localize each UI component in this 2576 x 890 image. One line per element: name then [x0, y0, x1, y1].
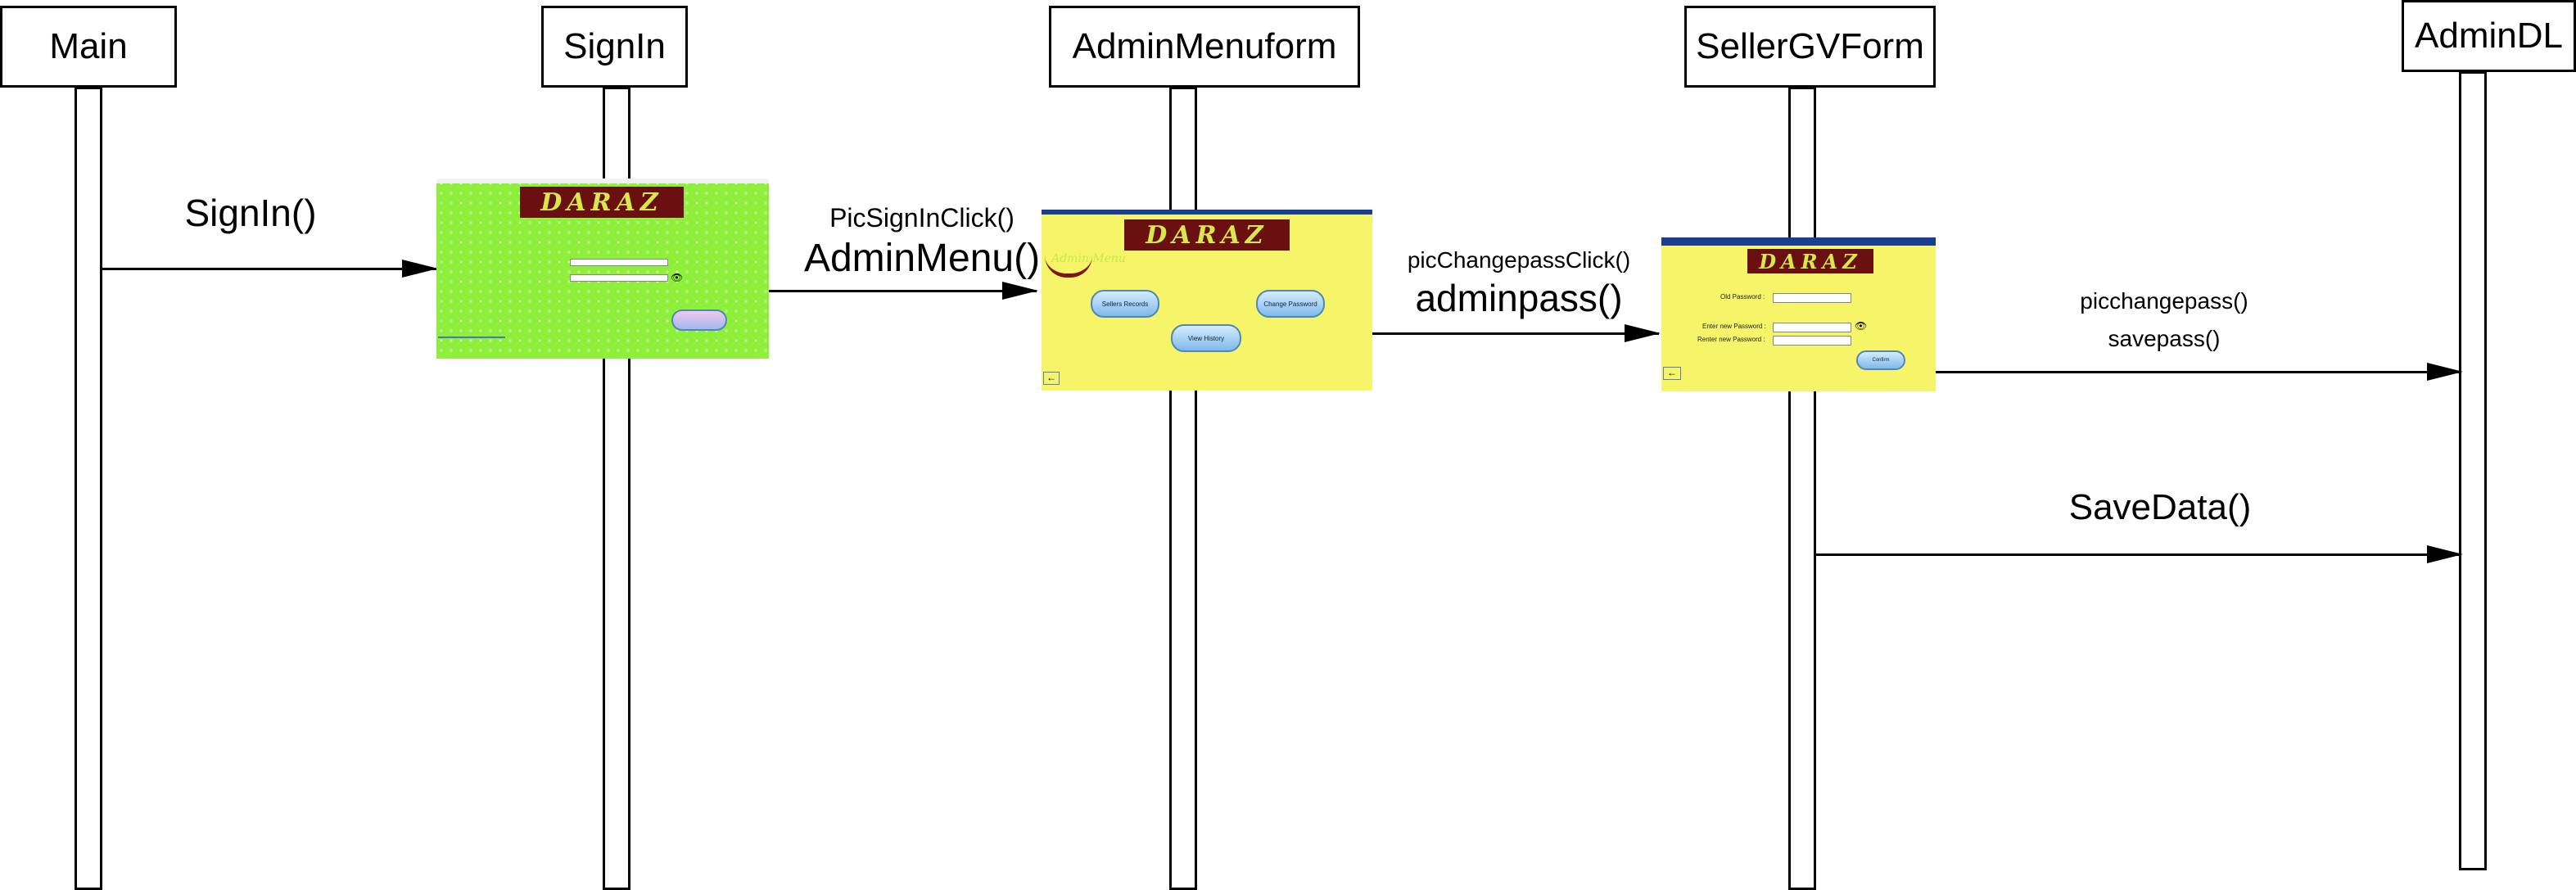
login-button — [671, 309, 727, 331]
lifeline-bar-sellergvform — [1788, 87, 1816, 890]
lifeline-label: AdminMenuform — [1072, 26, 1337, 66]
lifeline-head-main: Main — [0, 6, 177, 88]
window-titlebar — [1661, 237, 1936, 246]
signin-form-screenshot: DARAZ 👁 — [436, 178, 769, 359]
eye-icon: 👁 — [671, 272, 684, 283]
daraz-logo: DARAZ — [1747, 249, 1873, 273]
daraz-logo: DARAZ — [1124, 219, 1290, 251]
message-arrow-adminpass — [1370, 324, 1661, 342]
changepass-form-screenshot: DARAZ Old Password : Enter new Password … — [1661, 237, 1936, 391]
message-arrow-adminmenu — [767, 282, 1038, 300]
message-arrow-savepass — [1934, 363, 2463, 381]
lifeline-label: SellerGVForm — [1696, 26, 1924, 66]
lifeline-label: AdminDL — [2415, 16, 2563, 56]
lifeline-bar-admindl — [2459, 71, 2487, 870]
lifeline-bar-adminmenuform — [1169, 87, 1197, 890]
forgot-link — [438, 337, 505, 338]
renter-password-label: Renter new Password : — [1697, 336, 1765, 343]
username-field — [570, 259, 668, 266]
lifeline-head-sellergvform: SellerGVForm — [1684, 6, 1936, 88]
sellers-records-button: Sellers Records — [1091, 290, 1159, 318]
message-label-picchangepassclick: picChangepassClick() — [1407, 247, 1631, 273]
lifeline-label: Main — [49, 26, 128, 66]
message-label-picchangepass: picchangepass() — [2080, 288, 2248, 314]
back-arrow-icon: ← — [1043, 372, 1060, 385]
lifeline-head-signin: SignIn — [541, 6, 688, 88]
renter-password-field — [1773, 336, 1851, 346]
message-label-picsigninclick: PicSignInClick() — [829, 203, 1015, 233]
message-label-savepass: savepass() — [2108, 326, 2221, 351]
lifeline-bar-main — [75, 87, 102, 890]
password-field — [570, 274, 668, 282]
lifeline-head-admindl: AdminDL — [2402, 0, 2576, 72]
message-arrow-signin — [102, 260, 438, 278]
eye-icon: 👁 — [1855, 320, 1868, 332]
swoosh-decoration — [1045, 255, 1092, 278]
message-label-adminmenu: AdminMenu() — [803, 237, 1041, 280]
message-label-adminpass: adminpass() — [1415, 277, 1623, 319]
old-password-label: Old Password : — [1720, 293, 1765, 300]
adminmenu-form-screenshot: DARAZ Admin Menu Sellers Records Change … — [1042, 210, 1372, 391]
lifeline-label: SignIn — [563, 26, 666, 66]
message-label-savedata: SaveData() — [2068, 487, 2252, 527]
change-password-button: Change Password — [1256, 290, 1325, 318]
new-password-field — [1773, 323, 1851, 332]
message-label-signin: SignIn() — [184, 192, 317, 234]
window-titlebar — [436, 178, 769, 183]
view-history-button: View History — [1171, 324, 1241, 352]
confirm-button: Confirm — [1856, 350, 1905, 370]
message-arrow-savedata — [1814, 545, 2463, 563]
lifeline-head-adminmenuform: AdminMenuform — [1049, 6, 1360, 88]
daraz-logo: DARAZ — [520, 187, 684, 218]
old-password-field — [1773, 293, 1851, 303]
back-arrow-icon: ← — [1663, 367, 1681, 380]
new-password-label: Enter new Password : — [1702, 323, 1766, 330]
window-titlebar — [1042, 210, 1372, 215]
